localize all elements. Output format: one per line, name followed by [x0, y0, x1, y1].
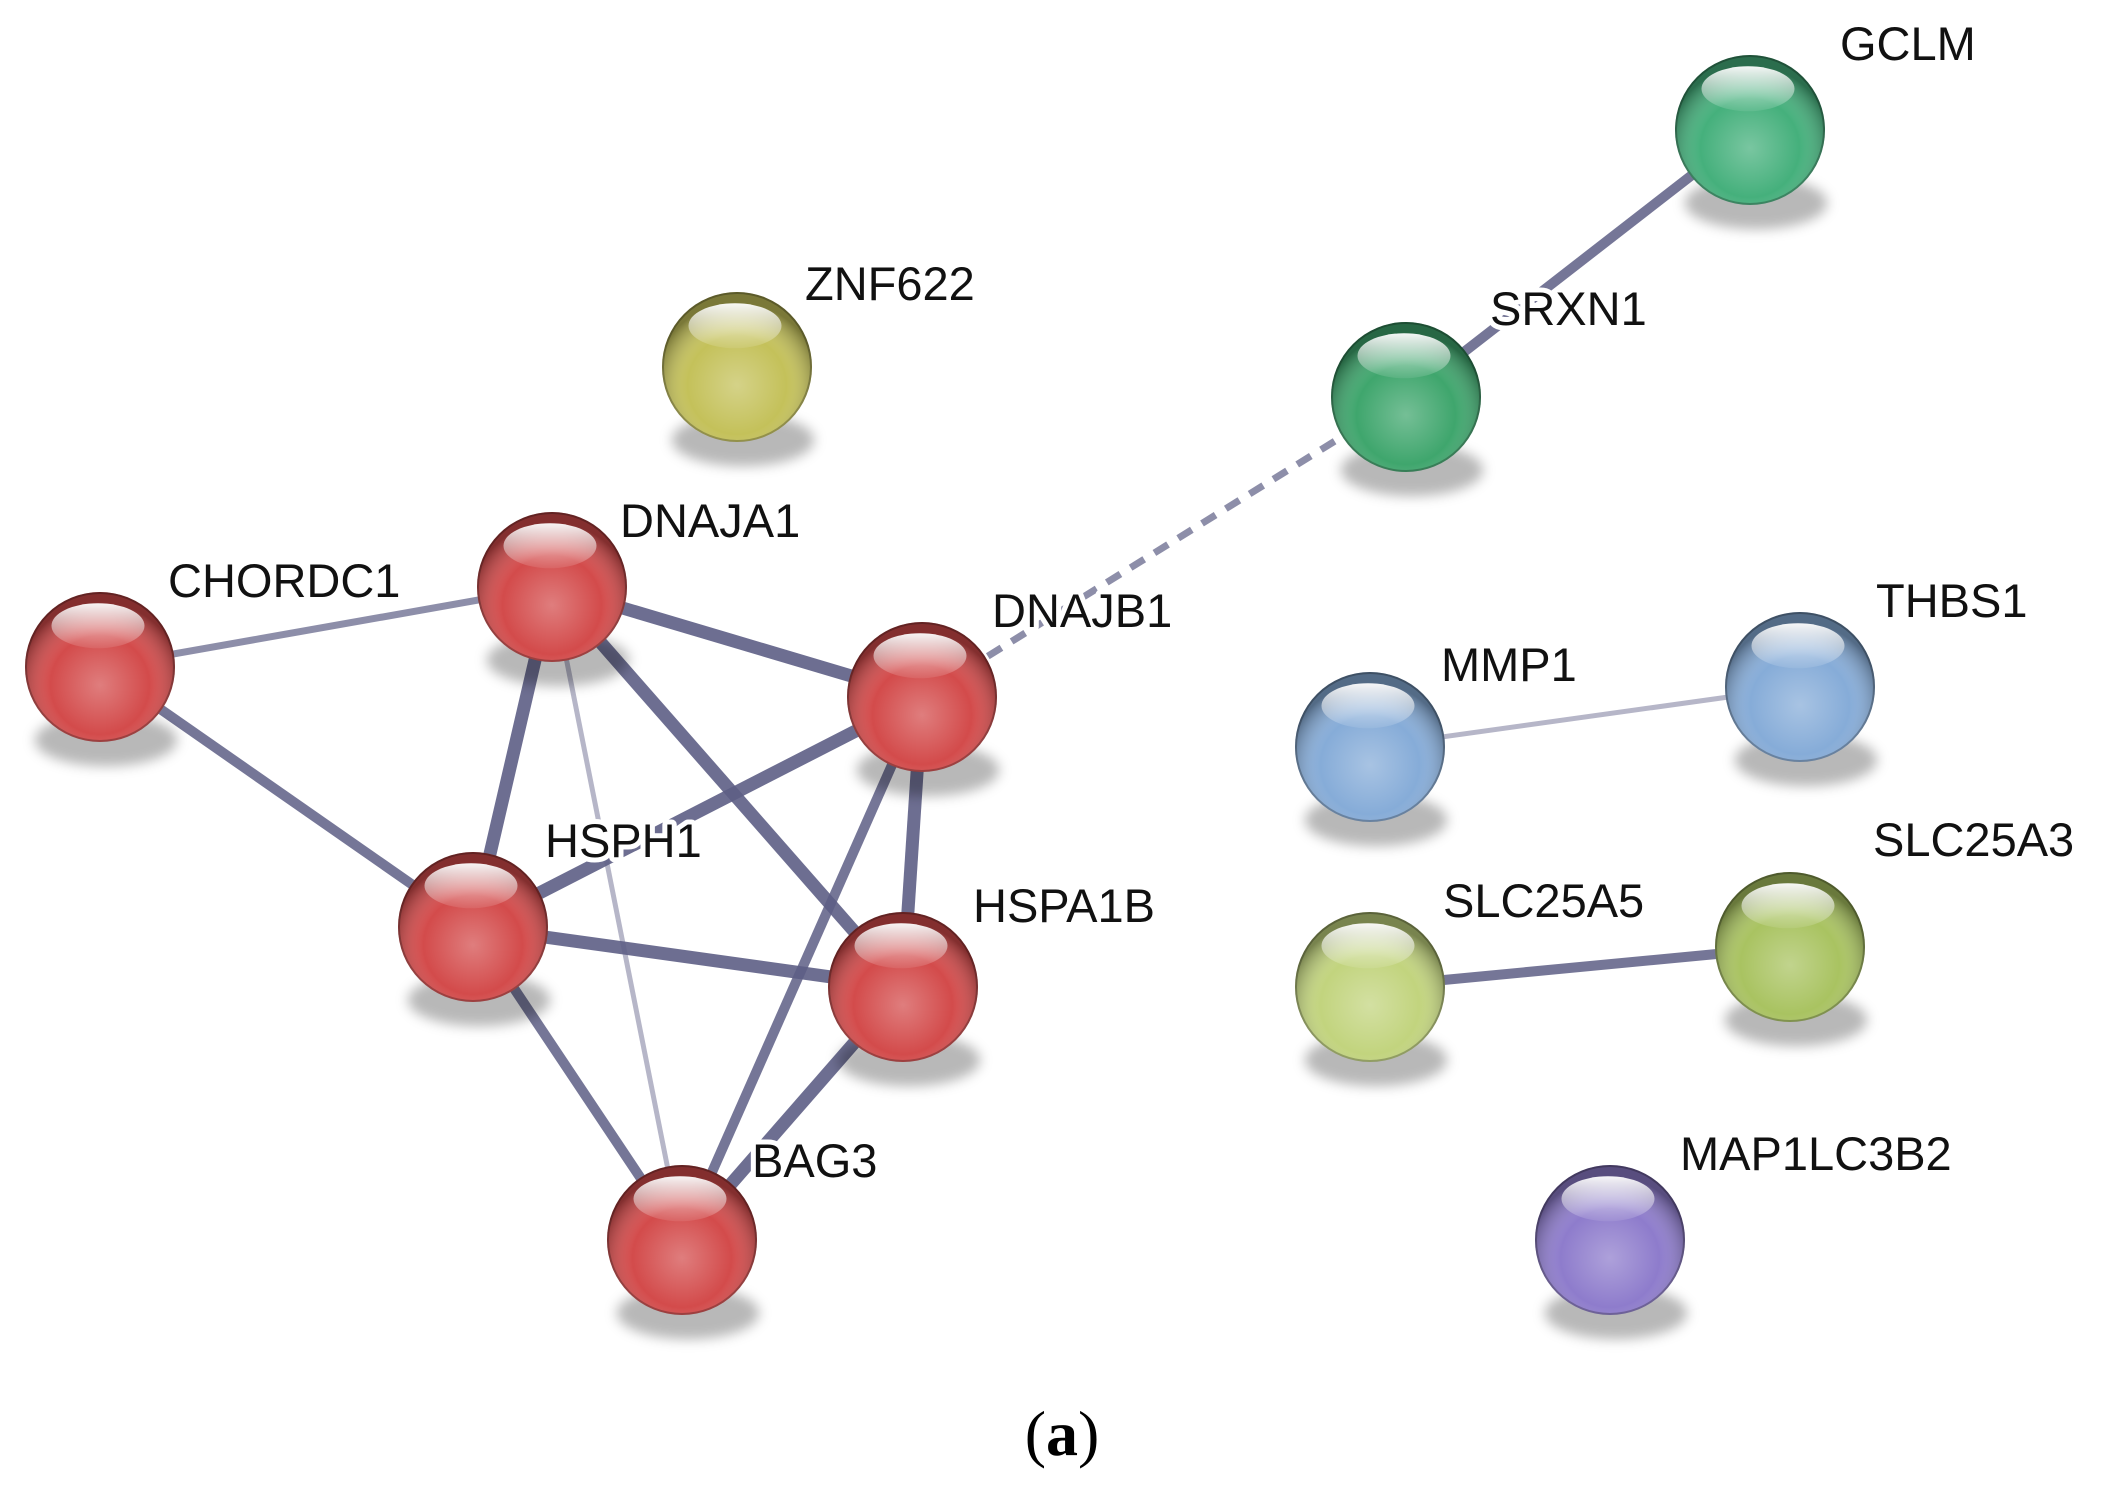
edge-chordc1-dnaja1	[99, 583, 553, 671]
node-gloss-highlight	[1321, 923, 1415, 969]
node-dnaja1[interactable]: DNAJA1	[477, 489, 805, 687]
node-label-chordc1: CHORDC1	[168, 554, 400, 607]
node-label-bag3: BAG3	[752, 1134, 877, 1187]
edge-dnajb1-hsph1	[470, 691, 925, 933]
node-gloss-highlight	[854, 923, 948, 969]
node-mmp1[interactable]: MMP1	[1295, 633, 1582, 847]
node-label-slc25a5: SLC25A5	[1443, 874, 1644, 927]
node-sphere-rim	[1295, 912, 1445, 1062]
node-gloss-highlight	[1561, 1176, 1655, 1222]
edge-srxn1-dnajb1	[920, 394, 1408, 700]
edge-chordc1-hsph1	[97, 662, 476, 932]
node-label-dnaja1: DNAJA1	[620, 494, 800, 547]
node-sphere-rim	[607, 1165, 757, 1315]
node-thbs1[interactable]: THBS1	[1725, 569, 2033, 787]
node-label-znf622: ZNF622	[805, 257, 975, 310]
node-label-hsph1: HSPH1	[545, 814, 702, 867]
node-sphere-rim	[828, 912, 978, 1062]
caption-open-paren: (	[1025, 1398, 1046, 1469]
node-sphere-rim	[25, 592, 175, 742]
node-gloss-highlight	[1321, 683, 1415, 729]
node-sphere-rim	[847, 622, 997, 772]
node-gloss-highlight	[1741, 883, 1835, 929]
figure-caption: (a)	[1025, 1398, 1100, 1469]
node-sphere-rim	[398, 852, 548, 1002]
node-znf622[interactable]: ZNF622	[662, 252, 980, 467]
node-gloss-highlight	[873, 633, 967, 679]
node-gloss-highlight	[1701, 66, 1795, 112]
caption-letter: a	[1046, 1398, 1078, 1469]
node-label-hspa1b: HSPA1B	[973, 879, 1155, 932]
node-chordc1[interactable]: CHORDC1	[25, 549, 405, 767]
node-label-thbs1: THBS1	[1876, 574, 2028, 627]
node-gloss-highlight	[51, 603, 145, 649]
node-label-mmp1: MMP1	[1441, 638, 1577, 691]
node-label-gclm: GCLM	[1840, 17, 1976, 70]
node-slc25a5[interactable]: SLC25A5	[1295, 869, 1649, 1087]
node-gloss-highlight	[688, 303, 782, 349]
node-bag3[interactable]: BAG3	[607, 1129, 882, 1340]
node-gloss-highlight	[633, 1176, 727, 1222]
node-hspa1b[interactable]: HSPA1B	[828, 874, 1160, 1087]
node-gloss-highlight	[1357, 333, 1451, 379]
node-sphere-rim	[1725, 612, 1875, 762]
node-sphere-rim	[1295, 672, 1445, 822]
node-label-map1lc3b2: MAP1LC3B2	[1680, 1127, 1952, 1180]
node-label-slc25a3: SLC25A3	[1873, 813, 2074, 866]
node-sphere-rim	[1331, 322, 1481, 472]
node-dnajb1[interactable]: DNAJB1	[847, 579, 1177, 797]
node-slc25a3[interactable]: SLC25A3	[1715, 808, 2079, 1047]
node-srxn1[interactable]: SRXN1	[1331, 277, 1652, 497]
node-sphere-rim	[1535, 1165, 1685, 1315]
node-gloss-highlight	[1751, 623, 1845, 669]
node-map1lc3b2[interactable]: MAP1LC3B2	[1535, 1122, 1957, 1340]
node-label-dnajb1: DNAJB1	[992, 584, 1172, 637]
node-gloss-highlight	[503, 523, 597, 569]
node-gclm[interactable]: GCLM	[1675, 12, 1981, 230]
node-sphere-rim	[1675, 55, 1825, 205]
node-sphere-rim	[477, 512, 627, 662]
node-hsph1[interactable]: HSPH1	[398, 809, 707, 1027]
node-sphere-rim	[1715, 872, 1865, 1022]
node-label-srxn1: SRXN1	[1490, 282, 1647, 335]
edge-dnaja1-bag3	[549, 586, 685, 1241]
caption-close-paren: )	[1078, 1398, 1099, 1469]
node-gloss-highlight	[424, 863, 518, 909]
node-sphere-rim	[662, 292, 812, 442]
